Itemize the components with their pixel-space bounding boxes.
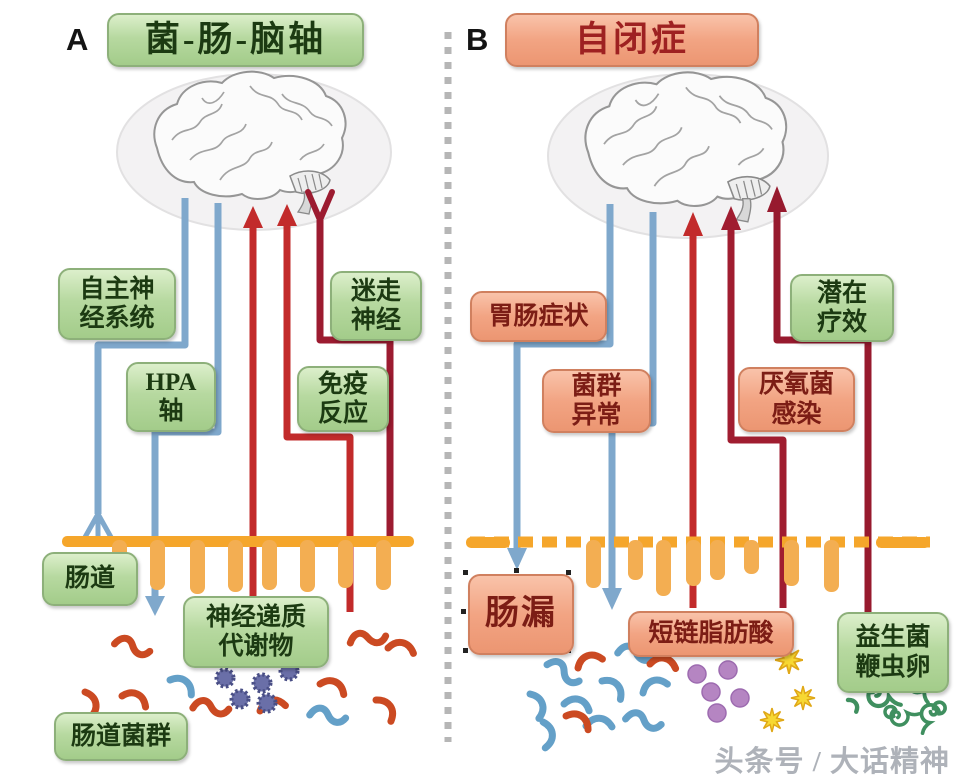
panel-a-title: 菌-肠-脑轴 <box>107 13 364 67</box>
label-gut: 肠道 <box>42 552 138 606</box>
label-leaky-gut: 肠漏 <box>468 574 574 655</box>
scfa-stars-icon <box>759 645 816 733</box>
watermark: 头条号 / 大话精神 <box>714 746 950 778</box>
label-scfa: 短链脂肪酸 <box>628 611 794 657</box>
label-flora-abnormal: 菌群 异常 <box>542 369 651 433</box>
brain-icon <box>547 71 829 239</box>
arrow-gi-symptoms <box>507 204 614 570</box>
label-immune-response: 免疫 反应 <box>297 366 389 432</box>
label-hpa-axis: HPA 轴 <box>126 362 216 432</box>
label-potential-therapy: 潜在 疗效 <box>790 274 894 342</box>
metabolite-dots-icon <box>214 660 300 714</box>
arrow-immune-response <box>277 204 354 612</box>
arrow-anaerobic-infection <box>721 206 787 608</box>
label-gi-symptoms: 胃肠症状 <box>470 291 607 342</box>
panel-b-title: 自闭症 <box>505 13 759 67</box>
purple-blobs-icon <box>687 660 750 723</box>
label-vagus-nerve: 迷走 神经 <box>330 271 422 341</box>
label-anaerobic-infection: 厌氧菌 感染 <box>738 367 855 432</box>
panel-b-letter: B <box>466 22 489 57</box>
gut-barrier-intact <box>62 536 414 594</box>
brain-icon <box>116 70 392 231</box>
label-neurotransmitters-metabolites: 神经递质 代谢物 <box>183 596 329 668</box>
label-gut-microbiota: 肠道菌群 <box>54 712 188 761</box>
gut-barrier-leaky <box>466 536 930 596</box>
panel-a-letter: A <box>66 22 89 57</box>
arrow-hpa-axis <box>145 203 222 616</box>
label-autonomic-nervous-system: 自主神 经系统 <box>58 268 176 340</box>
label-probiotics-whipworm: 益生菌 鞭虫卵 <box>837 612 949 693</box>
